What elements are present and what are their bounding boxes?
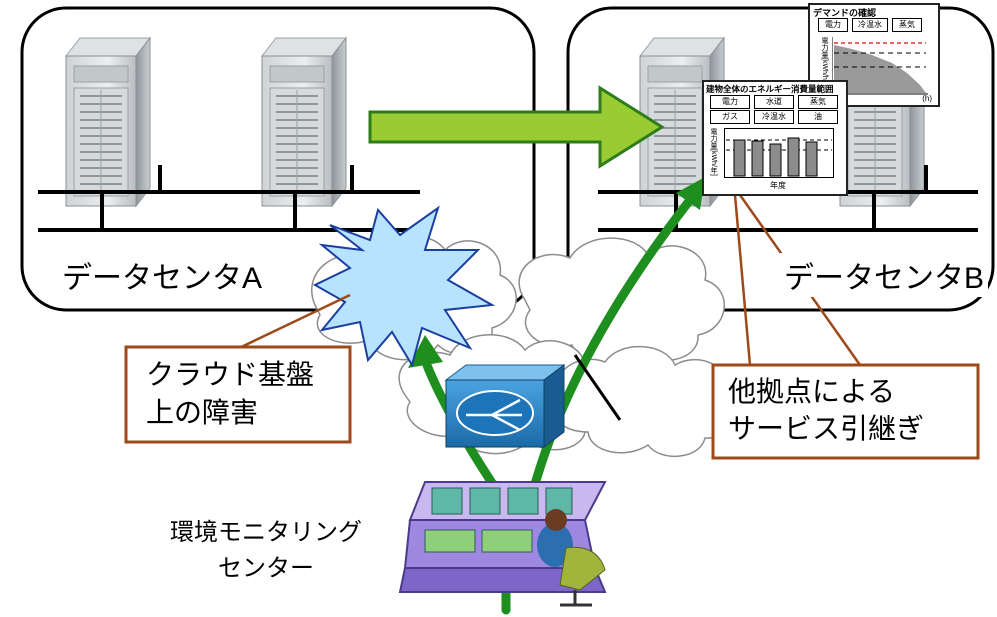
- monitoring-center-line2: センター: [218, 555, 314, 582]
- server-icon: [261, 37, 347, 207]
- callout-failure-line1: クラウド基盤: [146, 359, 315, 390]
- datacenter-a-label: データセンタA: [58, 253, 267, 297]
- arrowhead-icon: [408, 335, 443, 368]
- energy-button: 油: [798, 110, 838, 124]
- energy-button: 蒸気: [798, 95, 838, 109]
- server-icon: [65, 37, 151, 207]
- router-icon: [444, 364, 566, 448]
- energy-button: 電力: [710, 95, 750, 109]
- migration-arrow: [368, 85, 665, 169]
- energy-button: ガス: [710, 110, 750, 124]
- demand-button: 蒸気: [892, 18, 922, 32]
- demand-button: 電力: [818, 18, 848, 32]
- network-lines-a: [38, 165, 420, 232]
- energy-chart-title: 建物全体のエネルギー消費量範囲: [706, 84, 834, 94]
- energy-xlabel: 年度: [770, 181, 786, 190]
- demand-chart-panel: デマンドの確認 電力 冷温水 蒸気 電力量[kWh/h] (h): [808, 3, 940, 107]
- demand-ylabel: 電力量[kWh/h]: [821, 37, 828, 82]
- monitoring-operator-illustration: [398, 481, 607, 607]
- energy-bars: [724, 128, 834, 178]
- energy-chart-panel: 建物全体のエネルギー消費量範囲 電力 水道 蒸気 ガス 冷温水 油 電力量[kW…: [702, 80, 848, 196]
- callout-takeover-box: [711, 363, 980, 460]
- demand-xunit: (h): [922, 94, 932, 103]
- monitoring-center-line1: 環境モニタリング: [170, 519, 362, 546]
- callout-takeover-line2: サービス引継ぎ: [728, 413, 925, 444]
- callout-takeover-line1: 他拠点による: [728, 376, 896, 407]
- energy-ylabel: 電力量[kWh/年]: [710, 128, 717, 176]
- demand-chart-title: デマンドの確認: [813, 8, 877, 18]
- demand-button: 冷温水: [852, 18, 888, 32]
- callout-failure-line2: 上の障害: [146, 397, 259, 428]
- failure-burst-icon: [312, 205, 496, 368]
- callout-failure-box: [124, 345, 352, 444]
- arrowhead-icon: [676, 177, 705, 210]
- energy-button: 水道: [754, 95, 794, 109]
- datacenter-b-label: データセンタB: [780, 253, 989, 297]
- demand-curve: [832, 37, 928, 95]
- callout-pointer: [733, 194, 752, 366]
- callout-pointer: [234, 293, 351, 352]
- network-link: [573, 354, 622, 421]
- energy-button: 冷温水: [754, 110, 794, 124]
